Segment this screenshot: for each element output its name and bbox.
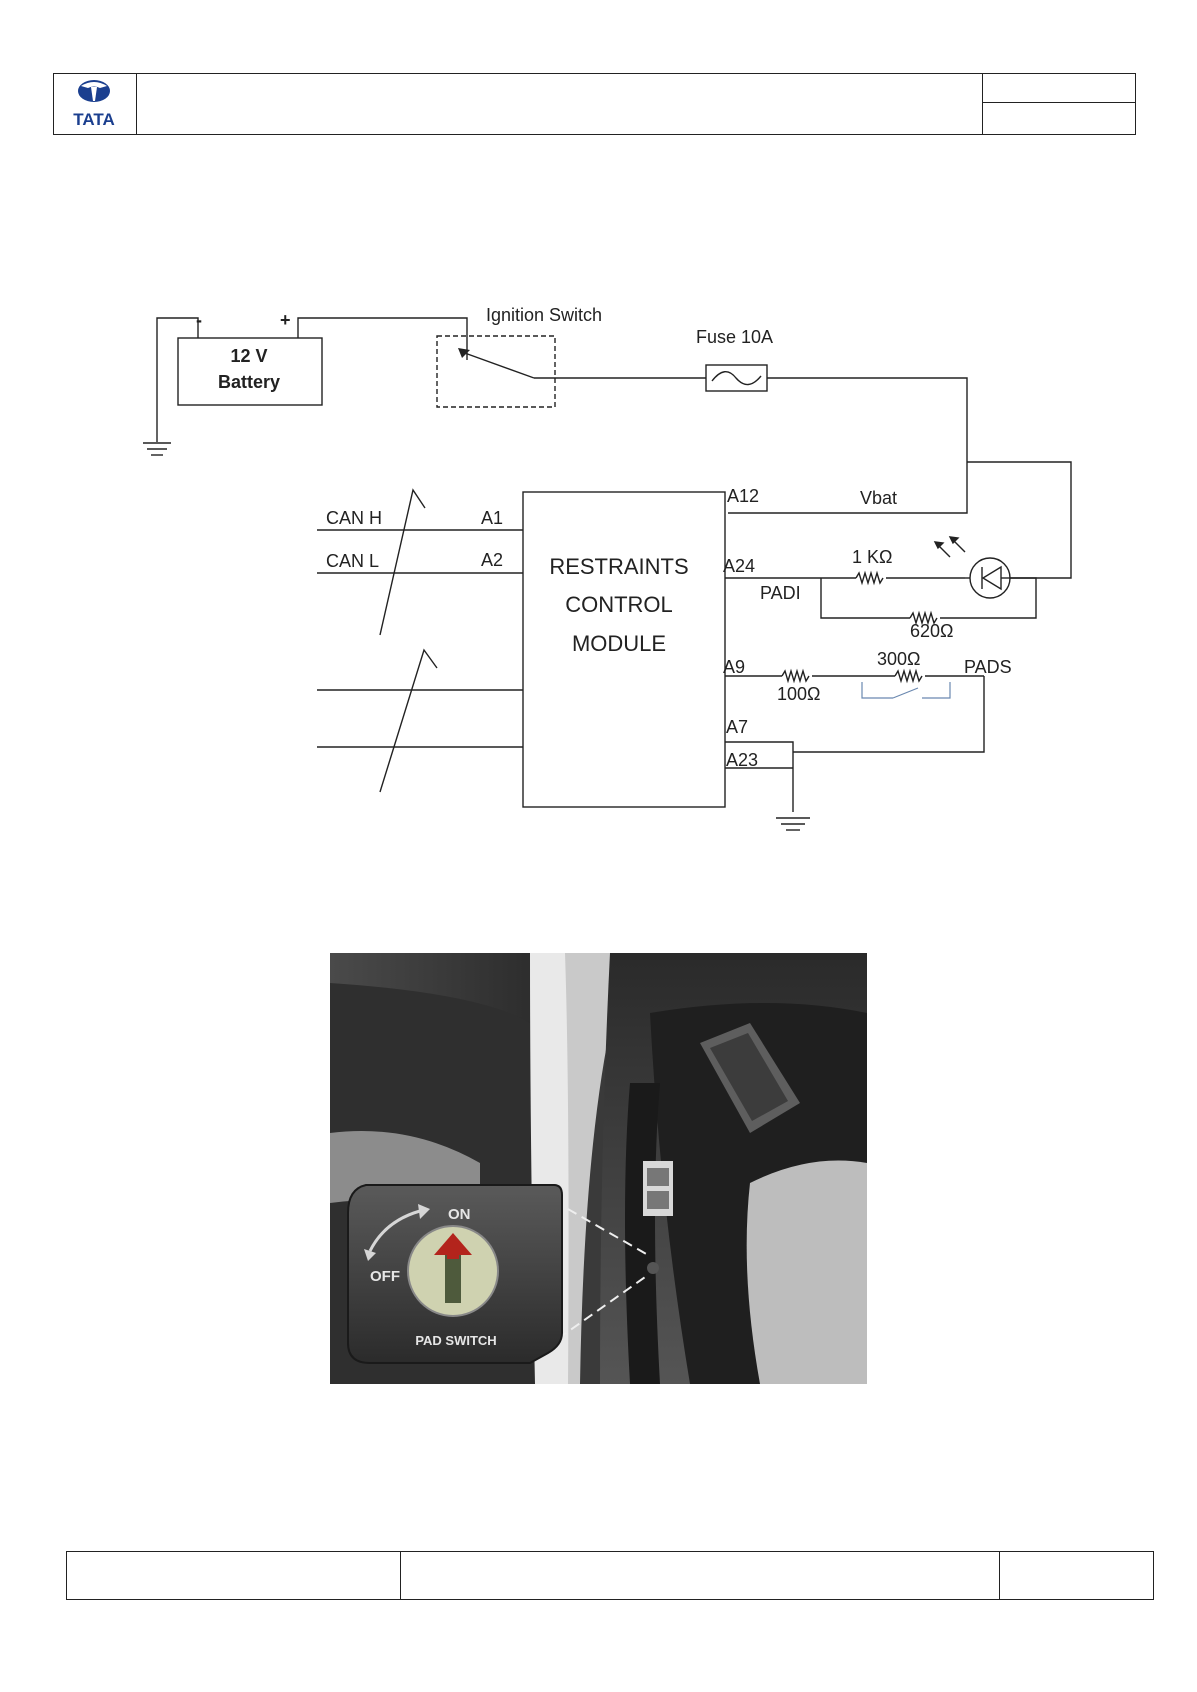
can-break-mark-lower <box>379 648 438 793</box>
pin-a12-label: A12 <box>727 486 759 506</box>
vbat-label: Vbat <box>860 488 897 508</box>
module-label-line1: RESTRAINTS <box>549 554 688 579</box>
pin-a1-label: A1 <box>481 508 503 528</box>
resistor-100-label: 100Ω <box>777 684 821 704</box>
battery-label-line2: Battery <box>218 372 280 392</box>
resistor-1k <box>855 570 884 586</box>
switch-on-label: ON <box>448 1206 471 1223</box>
battery-box <box>177 337 323 406</box>
battery-label-line1: 12 V <box>230 346 267 366</box>
rotate-arrow-icon <box>368 1209 421 1252</box>
can-h-label: CAN H <box>326 508 382 528</box>
header-ref-top-cell <box>983 74 1135 103</box>
can-break-mark-upper <box>379 488 426 636</box>
pad-switch-photo: ON OFF PAD SWITCH <box>330 953 867 1384</box>
resistor-100 <box>781 668 810 684</box>
wiring-diagram: - + 12 V Battery Ignition Switch Fuse 10… <box>143 305 1072 831</box>
document-header: TATA <box>53 73 1136 135</box>
pin-a7-label: A7 <box>726 717 748 737</box>
resistor-1k-label: 1 KΩ <box>852 547 892 567</box>
ignition-switch-blade <box>461 351 535 379</box>
pads-switch-symbol <box>861 682 951 699</box>
module-label-line3: MODULE <box>572 631 666 656</box>
pad-switch-slot <box>445 1253 461 1303</box>
pad-switch-arrow-icon <box>434 1233 472 1255</box>
pad-switch-location <box>647 1262 659 1274</box>
header-title-cell <box>137 74 983 134</box>
ignition-switch-label: Ignition Switch <box>486 305 602 325</box>
module-label-line2: CONTROL <box>565 592 673 617</box>
footer-middle-cell <box>401 1552 1000 1599</box>
restraints-control-module <box>522 491 726 808</box>
switch-off-label: OFF <box>370 1268 400 1285</box>
padi-label: PADI <box>760 583 801 603</box>
resistor-300-label: 300Ω <box>877 649 921 669</box>
document-footer <box>66 1551 1154 1600</box>
battery-plus-label: + <box>280 310 291 330</box>
ignition-switch-box <box>436 335 556 408</box>
led-supply-wire <box>967 461 1072 579</box>
vbat-wire <box>728 377 968 514</box>
footer-left-cell <box>67 1552 401 1599</box>
footer-right-cell <box>1000 1552 1153 1599</box>
pin-a2-label: A2 <box>481 550 503 570</box>
resistor-300 <box>894 668 923 684</box>
tata-logo-cell: TATA <box>54 74 137 134</box>
pad-switch-label: PAD SWITCH <box>415 1333 496 1348</box>
tata-logo-text: TATA <box>73 110 115 129</box>
pad-switch-photo-illustration: ON OFF PAD SWITCH <box>330 953 867 1384</box>
battery-ground-wire <box>156 317 199 442</box>
battery-minus-label: - <box>196 310 202 330</box>
pin-a9-label: A9 <box>723 657 745 677</box>
resistor-620-label: 620Ω <box>910 621 954 641</box>
resistor-620 <box>909 610 938 626</box>
fuse-label: Fuse 10A <box>696 327 773 347</box>
pin-a24-label: A24 <box>723 556 755 576</box>
battery-positive-wire <box>297 317 468 360</box>
pads-label: PADS <box>964 657 1012 677</box>
tata-logo: TATA <box>73 80 115 129</box>
pin-a23-label: A23 <box>726 750 758 770</box>
can-l-label: CAN L <box>326 551 379 571</box>
